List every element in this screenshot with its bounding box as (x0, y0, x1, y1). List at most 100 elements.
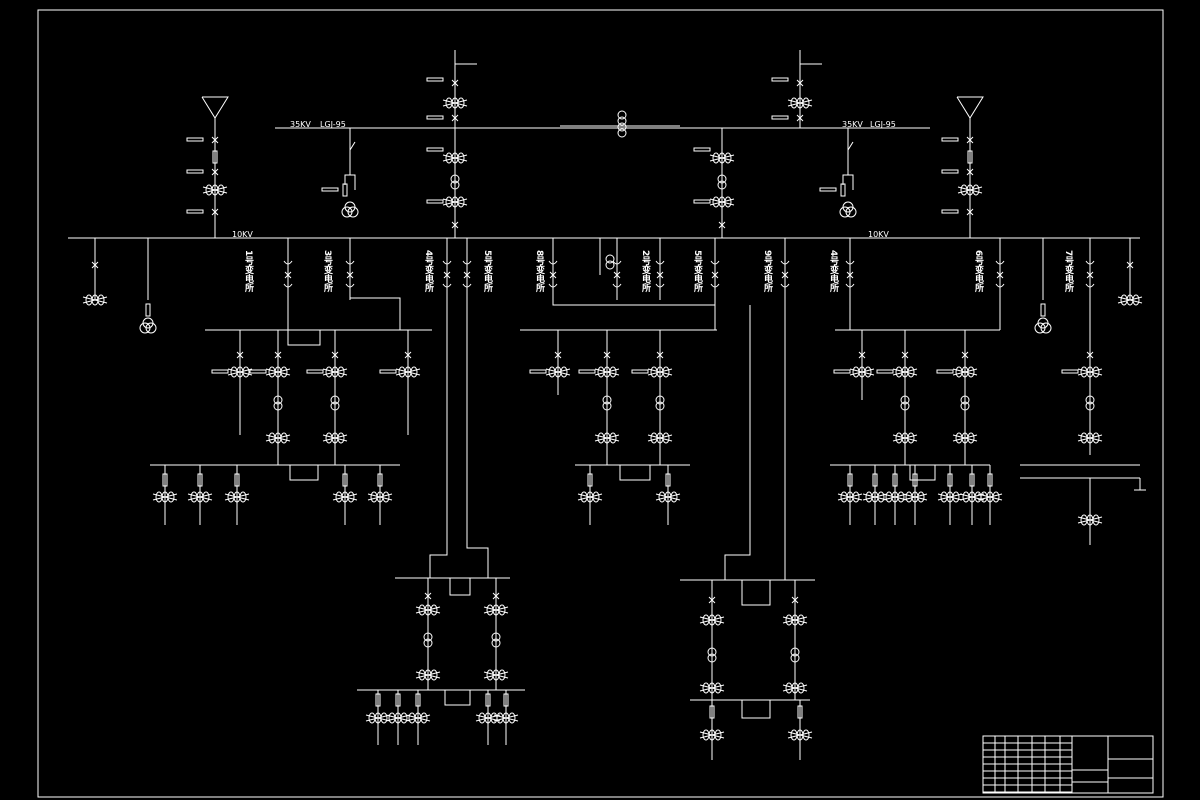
ct-mark (442, 198, 468, 206)
transformer-icon (790, 647, 800, 657)
breaker-icon (613, 271, 621, 279)
current-transformer-icon (97, 294, 105, 306)
plug-icon (462, 260, 472, 265)
current-transformer-icon (797, 614, 805, 626)
fuse-icon (912, 473, 918, 487)
label-mark (306, 369, 324, 374)
breaker-icon (1126, 261, 1134, 269)
transformer-icon (1085, 395, 1095, 405)
ct-mark (782, 616, 808, 624)
station-label: 9号变电所 (762, 250, 773, 293)
fuse-icon (197, 473, 203, 487)
current-transformer-icon (457, 152, 465, 164)
current-transformer-icon (907, 432, 915, 444)
breaker-icon (1086, 271, 1094, 279)
breaker-icon (718, 221, 726, 229)
current-transformer-icon (650, 366, 658, 378)
label-mark (211, 369, 229, 374)
current-transformer-icon (580, 491, 588, 503)
transformer-icon (1085, 401, 1095, 411)
transformer-icon (617, 122, 627, 132)
breaker-icon (656, 351, 664, 359)
station-label: 4号变电所 (828, 250, 839, 293)
current-transformer-icon (167, 491, 175, 503)
current-transformer-icon (490, 712, 498, 724)
ct-mark (709, 198, 735, 206)
fuse-icon (969, 473, 975, 487)
fuse-icon (395, 693, 401, 707)
ct-mark (1077, 368, 1103, 376)
fuse-icon (485, 693, 491, 707)
label-mark (426, 147, 444, 152)
current-transformer-icon (457, 196, 465, 208)
current-transformer-icon (1080, 514, 1088, 526)
current-transformer-icon (325, 366, 333, 378)
transformer-icon (450, 180, 460, 190)
ct-mark (415, 606, 441, 614)
breaker-icon (796, 79, 804, 87)
current-transformer-icon (1132, 294, 1140, 306)
current-transformer-icon (785, 682, 793, 694)
ct-mark (902, 493, 928, 501)
current-transformer-icon (917, 491, 925, 503)
current-transformer-icon (508, 712, 516, 724)
station-label: 6号变电所 (973, 250, 984, 293)
ct-mark (937, 493, 963, 501)
current-transformer-icon (1092, 432, 1100, 444)
label-mark (771, 77, 789, 82)
current-transformer-icon (840, 491, 848, 503)
ct-mark (952, 368, 978, 376)
current-transformer-icon (702, 614, 710, 626)
bus-35kv-voltage: 35KV (290, 120, 311, 129)
current-transformer-icon (337, 366, 345, 378)
current-transformer-icon (337, 432, 345, 444)
breaker-icon (211, 136, 219, 144)
current-transformer-icon (496, 712, 504, 724)
antenna-icon (201, 96, 229, 119)
plug-icon (612, 283, 622, 288)
ct-mark (577, 493, 603, 501)
breaker-icon (346, 271, 354, 279)
ct-mark (365, 714, 391, 722)
transformer-icon (423, 638, 433, 648)
current-transformer-icon (368, 712, 376, 724)
breaker-icon (711, 271, 719, 279)
bus-coupler (909, 465, 936, 481)
ct-mark (187, 493, 213, 501)
ct-mark (787, 731, 813, 739)
route (429, 300, 448, 578)
label-mark (833, 369, 851, 374)
current-transformer-icon (370, 491, 378, 503)
current-transformer-icon (650, 432, 658, 444)
label-mark (693, 199, 711, 204)
current-transformer-icon (1092, 366, 1100, 378)
fuse-icon (212, 150, 218, 164)
ct-mark (862, 493, 888, 501)
breaker-icon (966, 208, 974, 216)
label-mark (578, 369, 596, 374)
plug-icon (283, 283, 293, 288)
plug-icon (710, 283, 720, 288)
current-transformer-icon (972, 184, 980, 196)
current-transformer-icon (940, 491, 948, 503)
transformer-icon (790, 653, 800, 663)
fuse-icon (342, 183, 348, 197)
breaker-icon (901, 351, 909, 359)
current-transformer-icon (400, 712, 408, 724)
bus-coupler (444, 690, 471, 706)
station-label: 4号变电所 (423, 250, 434, 293)
station-label: 1号变电所 (243, 250, 254, 293)
current-transformer-icon (418, 604, 426, 616)
current-transformer-icon (325, 432, 333, 444)
current-transformer-icon (597, 366, 605, 378)
fuse-icon (709, 705, 715, 719)
breaker-icon (443, 271, 451, 279)
pt-branch (344, 174, 356, 190)
breaker-icon (463, 271, 471, 279)
plug-icon (548, 283, 558, 288)
plug-icon (345, 283, 355, 288)
transformer-icon (491, 638, 501, 648)
current-transformer-icon (382, 491, 390, 503)
breaker-icon (656, 271, 664, 279)
